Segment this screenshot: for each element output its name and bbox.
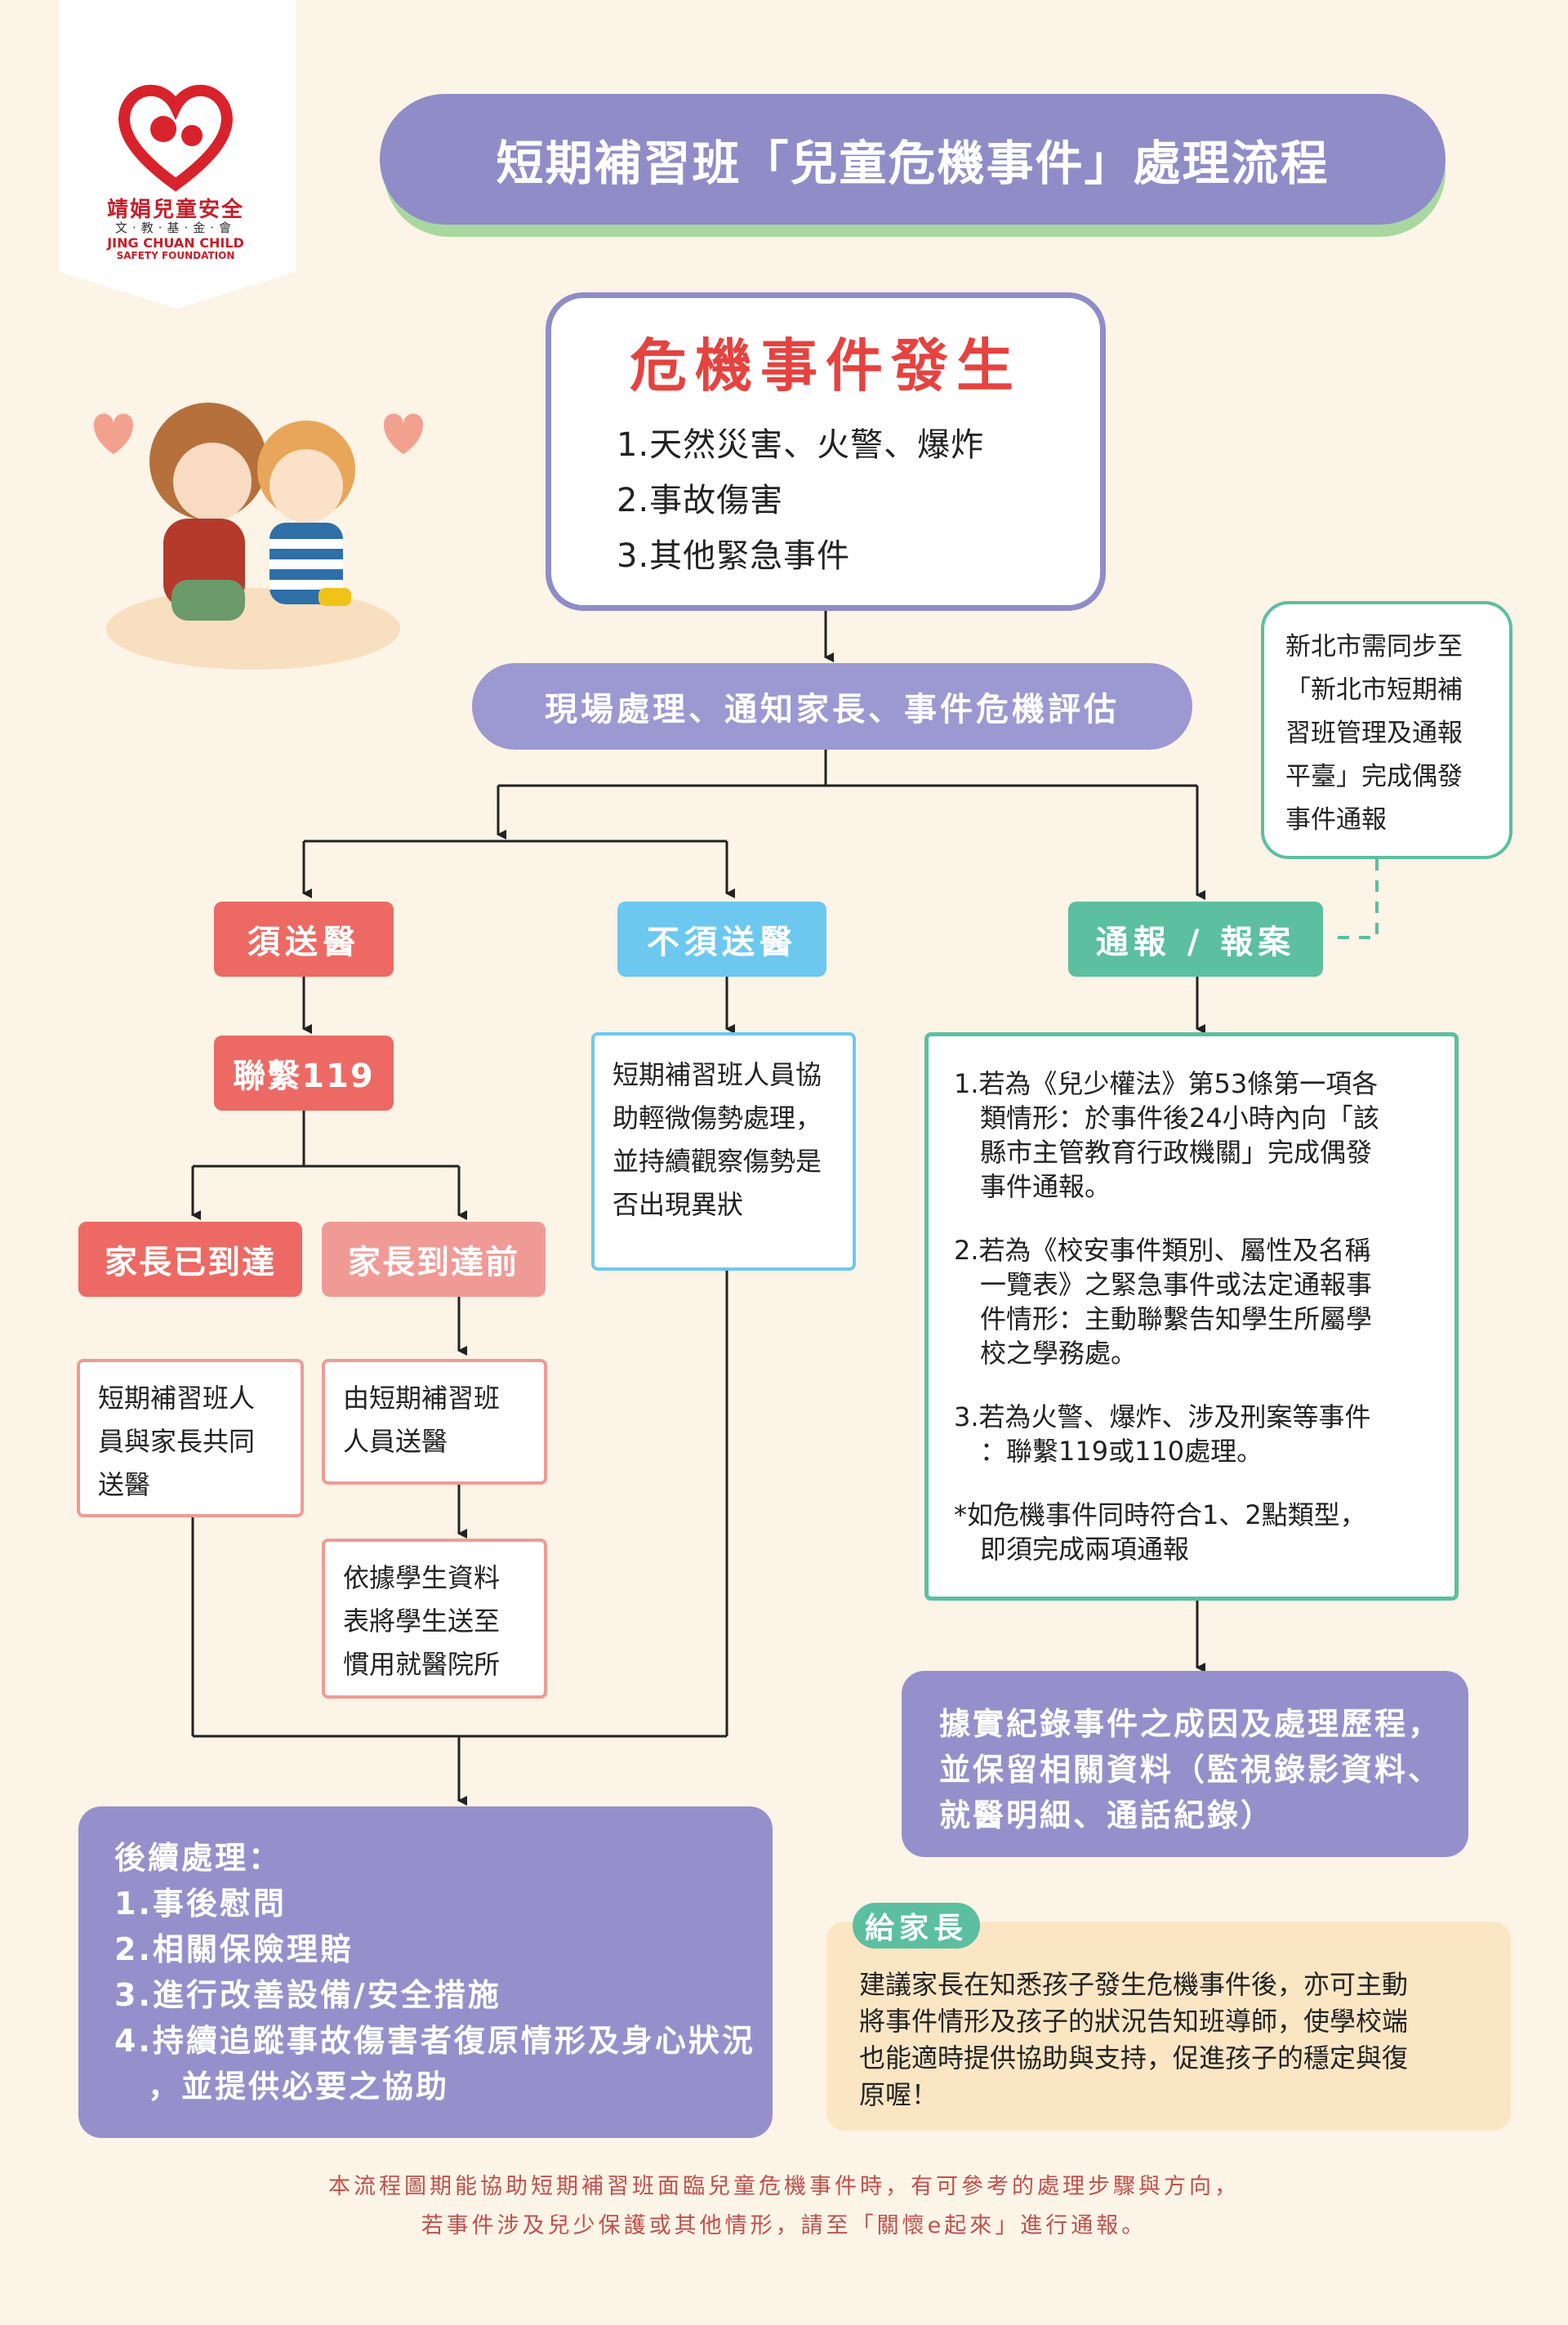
- parents-line: 將事件情形及孩子的狀況告知班導師，使學校端: [859, 2006, 1409, 2037]
- box-line: 短期補習班人員協: [612, 1059, 822, 1090]
- needs-medical-label: 須送醫: [214, 902, 394, 977]
- box-line: 慣用就醫院所: [343, 1649, 501, 1680]
- report-line: 即須完成兩項通報: [954, 1534, 1190, 1565]
- note-line: 平臺」完成偶發: [1285, 762, 1463, 791]
- report-item-1: 1.若為《兒少權法》第53條第一項各 類情形：於事件後24小時內向「該 縣市主管…: [954, 1067, 1428, 1204]
- report-line: ：聯繫119或110處理。: [954, 1436, 1263, 1467]
- parents-advice-box: [826, 1922, 1511, 2131]
- followup-heading: 後續處理：: [114, 1840, 283, 1876]
- crisis-heading: 危機事件發生: [630, 332, 1022, 399]
- report-line: 2.若為《校安事件類別、屬性及名稱: [954, 1235, 1371, 1266]
- parent-arrived-label: 家長已到達: [78, 1222, 302, 1297]
- record-line: 據實紀錄事件之成因及處理歷程，: [939, 1706, 1442, 1742]
- box-line: 人員送醫: [343, 1426, 448, 1457]
- note-line: 新北市需同步至: [1285, 632, 1463, 661]
- note-line: 事件通報: [1285, 805, 1387, 835]
- footer-line-1: 本流程圖期能協助短期補習班面臨兒童危機事件時，有可參考的處理步驟與方向，: [328, 2174, 1240, 2199]
- footer-line-2: 若事件涉及兒少保護或其他情形，請至「關懷e起來」進行通報。: [421, 2213, 1147, 2238]
- logo-sub-zh: 文‧教‧基‧金‧會: [114, 220, 237, 235]
- note-line: 「新北市短期補: [1285, 675, 1463, 705]
- followup-item: 4.持續追蹤事故傷害者復原情形及身心狀況: [114, 2023, 755, 2059]
- record-box: [902, 1671, 1468, 1857]
- foundation-logo-icon: [118, 84, 233, 192]
- parents-tag: 給家長: [853, 1903, 980, 1949]
- parents-line: 原喔！: [859, 2079, 938, 2110]
- report-line: 校之學務處。: [954, 1338, 1138, 1369]
- followup-item: ，並提供必要之協助: [114, 2069, 450, 2105]
- logo-name-en: JING CHUAN CHILD: [107, 235, 244, 251]
- crisis-event-box: [546, 292, 1106, 611]
- assessment-step: 現場處理、通知家長、事件危機評估: [472, 663, 1192, 750]
- record-line: 就醫明細、通話紀錄）: [939, 1797, 1275, 1833]
- box-line: 並持續觀察傷勢是: [612, 1146, 822, 1177]
- report-note: *如危機事件同時符合1、2點類型， 即須完成兩項通報: [954, 1498, 1428, 1566]
- box-line: 否出現異狀: [612, 1189, 744, 1220]
- box-line: 依據學生資料: [343, 1562, 501, 1593]
- no-medical-label: 不須送醫: [617, 902, 826, 977]
- followup-item: 2.相關保險理賠: [114, 1931, 354, 1967]
- followup-box: [78, 1806, 773, 2138]
- logo-panel: [59, 0, 296, 309]
- report-box: [924, 1032, 1459, 1601]
- call-119-label: 聯繫119: [214, 1036, 394, 1111]
- report-line: 3.若為火警、爆炸、涉及刑案等事件: [954, 1401, 1371, 1432]
- report-label: 通報 / 報案: [1068, 902, 1323, 977]
- box-line: 短期補習班人: [98, 1383, 256, 1414]
- parents-advice-text: 建議家長在知悉孩子發生危機事件後，亦可主動 將事件情形及孩子的狀況告知班導師，使…: [859, 1966, 1488, 2113]
- parents-line: 建議家長在知悉孩子發生危機事件後，亦可主動: [859, 1969, 1409, 2000]
- note-line: 習班管理及通報: [1285, 719, 1463, 748]
- page-title: 短期補習班「兒童危機事件」處理流程: [380, 94, 1446, 225]
- report-line: 類情形：於事件後24小時內向「該: [954, 1102, 1379, 1134]
- box-line: 送醫: [98, 1469, 151, 1500]
- hospital-box: 依據學生資料 表將學生送至 慣用就醫院所: [322, 1539, 547, 1699]
- report-line: 一覽表》之緊急事件或法定通報事: [954, 1269, 1373, 1300]
- no-medical-box: 短期補習班人員協 助輕微傷勢處理， 並持續觀察傷勢是 否出現異狀: [591, 1032, 856, 1271]
- report-line: 1.若為《兒少權法》第53條第一項各: [954, 1068, 1379, 1099]
- report-line: 事件通報。: [954, 1171, 1111, 1202]
- parents-line: 也能適時提供協助與支持，促進孩子的穩定與復: [859, 2042, 1409, 2073]
- new-taipei-note: 新北市需同步至 「新北市短期補 習班管理及通報 平臺」完成偶發 事件通報: [1261, 601, 1512, 859]
- crisis-item: 1.天然災害、火警、爆炸: [617, 426, 985, 464]
- report-item-2: 2.若為《校安事件類別、屬性及名稱 一覽表》之緊急事件或法定通報事 件情形：主動…: [954, 1233, 1428, 1370]
- staff-escort-box: 由短期補習班 人員送醫: [322, 1359, 547, 1485]
- report-line: *如危機事件同時符合1、2點類型，: [954, 1499, 1366, 1530]
- record-line: 並保留相關資料（監視錄影資料、: [939, 1752, 1442, 1788]
- followup-item: 3.進行改善設備/安全措施: [114, 1977, 501, 2013]
- parent-arrived-box: 短期補習班人 員與家長共同 送醫: [77, 1359, 304, 1517]
- report-line: 縣市主管教育行政機關」完成偶發: [954, 1137, 1373, 1168]
- before-parent-arrives-label: 家長到達前: [322, 1222, 546, 1297]
- box-line: 員與家長共同: [98, 1426, 256, 1457]
- logo-name-zh: 靖娟兒童安全: [106, 198, 244, 222]
- report-item-3: 3.若為火警、爆炸、涉及刑案等事件 ：聯繫119或110處理。: [954, 1400, 1428, 1468]
- box-line: 助輕微傷勢處理，: [612, 1102, 822, 1134]
- crisis-item: 3.其他緊急事件: [617, 537, 851, 575]
- logo-name-en-2: SAFETY FOUNDATION: [116, 250, 235, 261]
- report-line: 件情形：主動聯繫告知學生所屬學: [954, 1303, 1373, 1334]
- crisis-item: 2.事故傷害: [617, 482, 784, 519]
- caregiver-and-child-illustration: [94, 403, 423, 670]
- box-line: 由短期補習班: [343, 1383, 501, 1414]
- followup-item: 1.事後慰問: [114, 1886, 287, 1922]
- box-line: 表將學生送至: [343, 1606, 501, 1637]
